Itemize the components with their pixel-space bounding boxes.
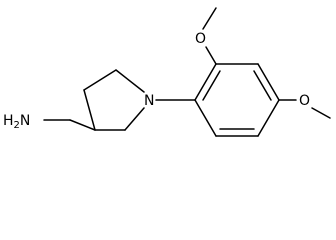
para-oxygen-label: O [299, 93, 310, 109]
bond-n1-c2 [124, 107, 145, 131]
bond-c3-c4 [83, 89, 96, 131]
bond-aryl-c4-c5 [257, 99, 280, 137]
bond-aryl-o-ortho [205, 46, 217, 65]
bond-c4-c5 [83, 69, 117, 91]
bond-aryl-c6-c1 [194, 99, 217, 137]
structure-canvas: H2N N O O [3, 7, 331, 137]
atom-label-group: H2N N O O [3, 31, 310, 131]
bond-group [43, 7, 331, 137]
bond-aryl-c1-c2 [194, 63, 217, 101]
pyrrolidine-nitrogen-label: N [144, 93, 154, 109]
bond-c5-n1 [115, 69, 145, 93]
bond-aryl-c3-c4 [257, 63, 280, 101]
bond-c3-ch2 [69, 119, 96, 131]
amine-nitrogen-label: H2N [3, 113, 30, 131]
skeletal-formula: H2N N O O [3, 7, 331, 137]
bond-aryl-double-2 [253, 70, 272, 101]
ortho-oxygen-label: O [195, 31, 206, 47]
bond-aryl-double-1 [202, 70, 221, 101]
bond-o-ch3-ortho [202, 7, 217, 30]
bond-o-ch3-para [311, 107, 331, 119]
